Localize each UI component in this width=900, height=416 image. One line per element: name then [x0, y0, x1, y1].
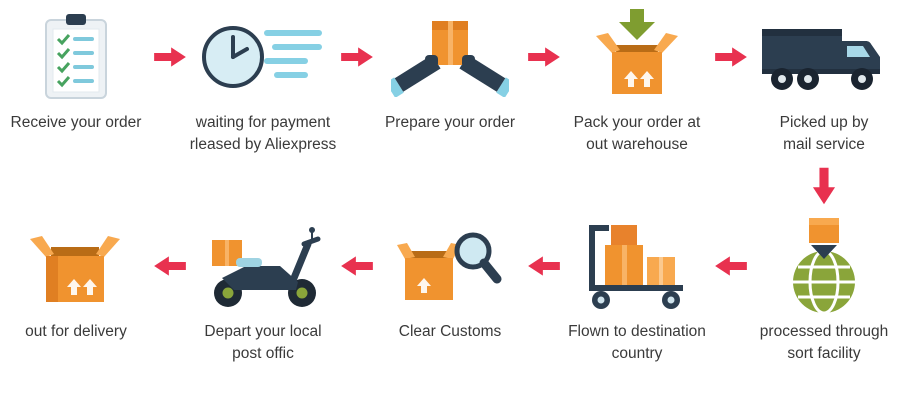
delivery-scooter-icon	[200, 215, 326, 317]
flow-arrow-right-icon	[526, 6, 561, 108]
waiting-clock-icon	[200, 6, 326, 108]
step-label: waiting for payment rleased by Aliexpres…	[189, 114, 337, 154]
flow-arrow-left-icon	[339, 215, 374, 317]
open-box-icon	[27, 215, 125, 317]
globe-sort-icon	[780, 215, 868, 317]
pack-box-icon	[591, 6, 683, 108]
shipping-process-diagram: Receive your order waiting for payment	[0, 6, 900, 366]
flow-row-top: Receive your order waiting for payment	[0, 6, 900, 157]
step-prepare-order: Prepare your order	[374, 6, 526, 134]
step-label: Flown to destination country	[568, 322, 706, 363]
flow-arrow-right-icon	[152, 6, 187, 108]
hands-holding-box-icon	[391, 6, 509, 108]
cargo-trolley-icon	[581, 215, 693, 317]
step-flown-destination: Flown to destination country	[561, 215, 713, 366]
clipboard-checklist-icon	[39, 6, 113, 108]
step-label: processed through sort facility	[759, 322, 889, 363]
flow-arrow-left-icon	[713, 215, 748, 317]
step-label: Receive your order	[10, 114, 142, 131]
step-label: out for delivery	[25, 322, 127, 340]
flow-arrow-left-icon	[526, 215, 561, 317]
flow-arrow-right-icon	[339, 6, 374, 108]
step-sort-facility: processed through sort facility	[748, 215, 900, 366]
flow-arrow-left-icon	[152, 215, 187, 317]
step-clear-customs: Clear Customs	[374, 215, 526, 343]
step-waiting-payment: waiting for payment rleased by Aliexpres…	[187, 6, 339, 157]
step-label: Depart your local post offic	[204, 322, 322, 363]
step-label: Prepare your order	[384, 114, 516, 131]
step-out-for-delivery: out for delivery	[0, 215, 152, 343]
step-label: Clear Customs	[398, 322, 502, 340]
step-pack-order: Pack your order at out warehouse	[561, 6, 713, 157]
customs-magnifier-icon	[397, 215, 503, 317]
flow-row-bottom: out for delivery Depart	[0, 215, 900, 366]
flow-arrow-down-icon	[748, 157, 900, 215]
mail-truck-icon	[760, 6, 888, 108]
step-depart-post-office: Depart your local post offic	[187, 215, 339, 366]
step-picked-up: Picked up by mail service	[748, 6, 900, 157]
flow-arrow-right-icon	[713, 6, 748, 108]
flow-connector-row	[0, 157, 900, 215]
step-receive-order: Receive your order	[0, 6, 152, 134]
step-label: Pack your order at out warehouse	[573, 114, 701, 154]
step-label: Picked up by mail service	[779, 114, 869, 154]
